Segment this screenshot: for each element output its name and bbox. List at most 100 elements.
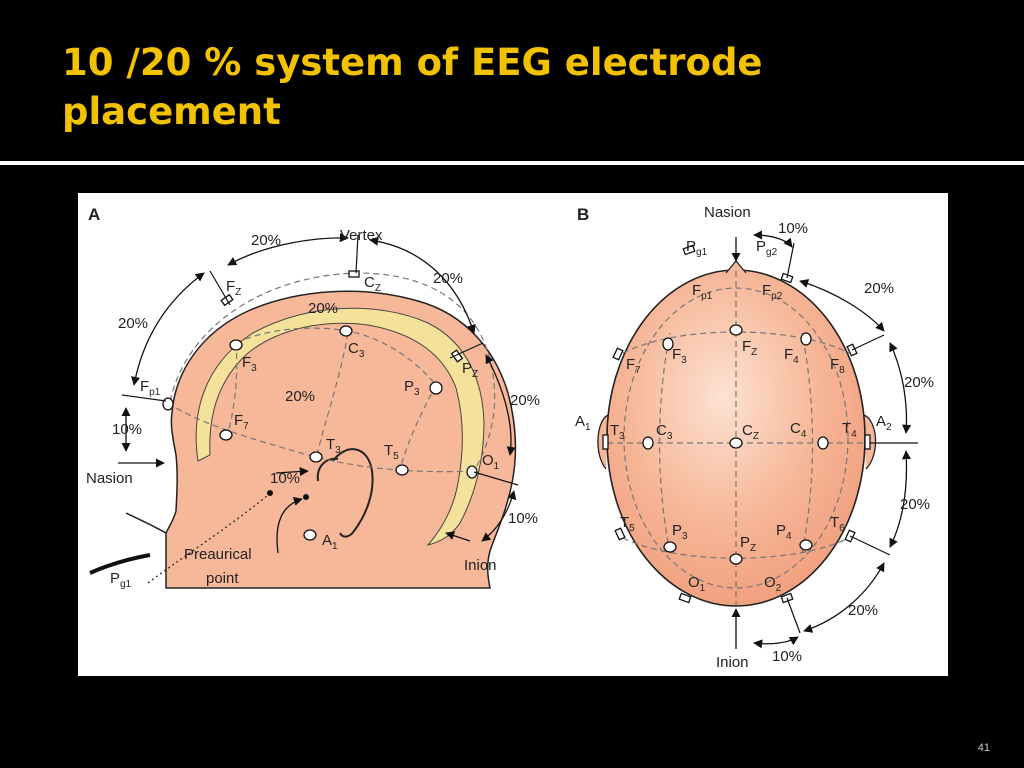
b-arc-r3 <box>889 450 912 548</box>
a-inion-label: Inion <box>464 557 497 574</box>
a-pct-f3-c3: 20% <box>308 300 338 317</box>
arc-cz-pz <box>369 236 476 334</box>
a-pct-t3-preauricular: 10% <box>270 470 300 487</box>
electrode-a-t3 <box>309 451 323 463</box>
a-label-f7: F7 <box>234 412 249 432</box>
b-label-p4: P4 <box>776 522 792 542</box>
b-label-a2: A2 <box>876 413 892 433</box>
parietal-guide <box>399 384 437 470</box>
coronal-guide <box>315 332 349 459</box>
b-label-c4: C4 <box>790 420 807 440</box>
electrode-b-t3 <box>642 436 654 450</box>
electrode-b-f7 <box>612 347 624 361</box>
electrode-a-cz <box>348 270 360 278</box>
a-label-c3: C3 <box>348 340 365 360</box>
a-pct-fp1-nasion: 10% <box>112 421 142 438</box>
eeg-diagram: A <box>86 204 934 671</box>
fp1-tick <box>121 394 167 402</box>
electrode-b-a1 <box>602 434 609 450</box>
b-arc-r1 <box>799 279 885 332</box>
b-o2-tick <box>786 597 801 634</box>
b-label-f4: F4 <box>784 346 799 366</box>
a-pct-cz-pz: 20% <box>433 270 463 287</box>
b-circumference-guide <box>623 287 849 589</box>
b-pct-r1: 20% <box>864 280 894 297</box>
b-pct-bottom: 10% <box>772 648 802 665</box>
b-left-arc <box>658 332 671 554</box>
preauricular-dot-2 <box>303 494 309 500</box>
b-label-o2: O2 <box>764 574 782 594</box>
preauricular-pointer <box>276 497 303 554</box>
panel-a-label: A <box>88 205 100 224</box>
b-f8-tick <box>851 334 885 351</box>
b-right-arc <box>801 332 814 554</box>
electrode-a-c3 <box>339 325 353 337</box>
b-label-fp1: Fp1 <box>692 282 713 302</box>
electrode-b-pz <box>729 553 743 565</box>
a-label-f3: F3 <box>242 354 257 374</box>
preauricular-dot-1 <box>267 490 273 496</box>
a-pct-fp1-fz: 20% <box>118 315 148 332</box>
b-label-t6: T6 <box>830 514 845 534</box>
electrode-a-fp1 <box>162 397 174 411</box>
a-label-cz: CZ <box>364 274 381 294</box>
electrode-a-o1 <box>466 465 478 479</box>
inion-arrow <box>445 531 471 542</box>
eeg-figure: A <box>78 193 948 676</box>
a-pct-c3-t3: 20% <box>285 388 315 405</box>
b-label-f7: F7 <box>626 356 641 376</box>
a-label-a1: A1 <box>322 532 338 552</box>
a-vertex-label: Vertex <box>340 227 383 244</box>
electrode-b-c4 <box>817 436 829 450</box>
b-label-a1: A1 <box>575 413 591 433</box>
b-label-t5: T5 <box>620 514 635 534</box>
arc-fz-cz <box>227 233 349 266</box>
preauricular-10pct-arrow <box>275 466 309 477</box>
electrode-b-pg1 <box>682 244 696 256</box>
face-profile <box>125 512 167 534</box>
b-label-pz: PZ <box>740 534 756 554</box>
b-arc-r2 <box>889 342 912 434</box>
a-label-p3: P3 <box>404 378 420 398</box>
electrode-a-t5 <box>395 464 409 476</box>
b-arc-br <box>803 562 885 633</box>
electrode-b-f3 <box>662 337 674 351</box>
pg1-dotted-line <box>147 494 269 584</box>
b-pct-r3: 20% <box>900 496 930 513</box>
b-label-fz: FZ <box>742 338 757 358</box>
title-divider <box>0 161 1024 165</box>
pz-tick <box>449 342 484 359</box>
b-label-cz: CZ <box>742 422 759 442</box>
arc-pz-o1 <box>485 354 516 456</box>
electrode-b-cz <box>729 437 743 449</box>
slide-title-line-1: 10 /20 % system of EEG electrode <box>62 41 763 84</box>
panel-b-label: B <box>577 205 589 224</box>
slide-title: 10 /20 % system of EEG electrode placeme… <box>62 38 962 136</box>
a-preauricular-line1: Preaurical <box>184 546 252 563</box>
b-t6-tick <box>849 535 891 556</box>
pg1-wire <box>89 553 151 575</box>
b-label-f3: F3 <box>672 346 687 366</box>
a-label-pz: PZ <box>462 360 478 380</box>
a-label-fz: FZ <box>226 278 241 298</box>
a-nasion-label: Nasion <box>86 470 133 487</box>
a-label-fp1: Fp1 <box>140 378 161 398</box>
panel-a-lateral-view: A <box>86 205 540 590</box>
arc-o1-inion <box>481 490 517 542</box>
a-pct-o1-inion: 10% <box>508 510 538 527</box>
a-pct-fz-cz: 20% <box>251 232 281 249</box>
electrode-a-a1 <box>303 529 317 541</box>
a-label-pg1: Pg1 <box>110 570 132 590</box>
electrode-b-p4 <box>799 539 813 551</box>
o1-tick <box>473 471 519 486</box>
b-pct-bottom-right: 20% <box>848 602 878 619</box>
ear-outline <box>332 448 374 538</box>
page-number: 41 <box>977 742 990 754</box>
electrode-b-t5 <box>614 527 626 541</box>
b-label-p3: P3 <box>672 522 688 542</box>
b-label-pg1: Pg1 <box>686 238 708 258</box>
a-label-o1: O1 <box>482 452 500 472</box>
skull-bone <box>195 307 485 546</box>
b-pct-r2: 20% <box>904 374 934 391</box>
electrode-b-p3 <box>663 541 677 553</box>
